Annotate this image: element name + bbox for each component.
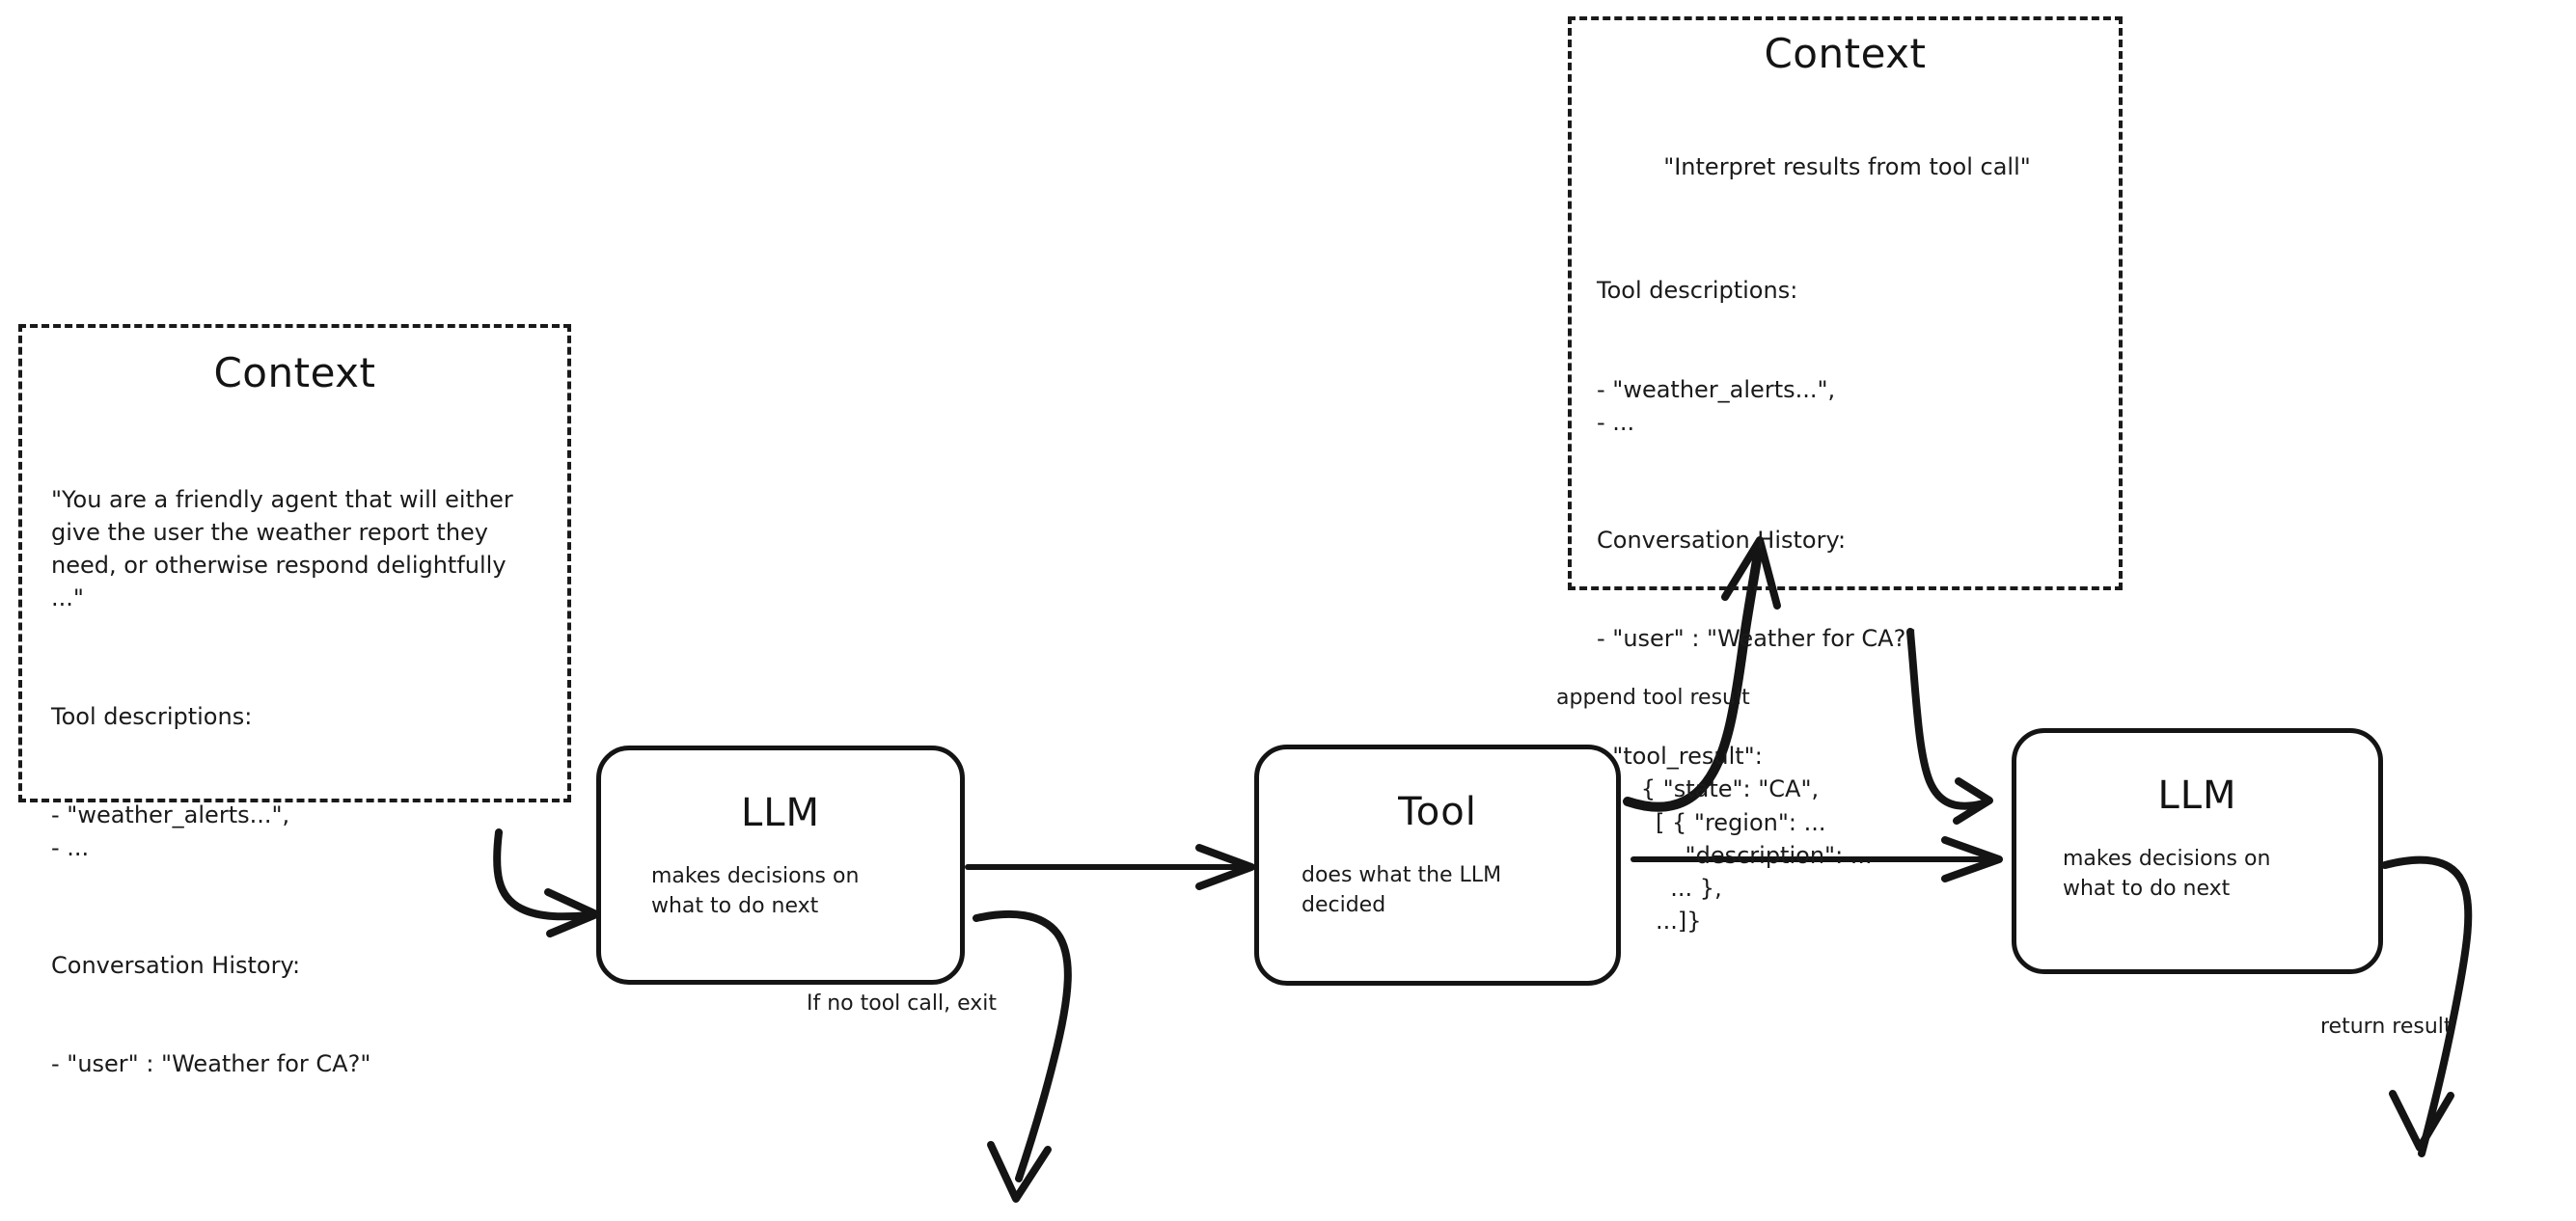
context-right-body: "Interpret results from tool call" Tool … [1597,85,2097,1003]
arrow-llm1-exit [973,909,1072,1203]
context-left-conversation-items: - "user" : "Weather for CA?" [51,1050,371,1078]
node-tool-subtitle: does what the LLM decided [1302,863,1502,917]
node-llm-first[interactable]: LLM makes decisions on what to do next [596,746,965,985]
node-tool[interactable]: Tool does what the LLM decided [1254,745,1621,986]
node-tool-title: Tool [1398,790,1477,834]
node-llm-second-title: LLM [2157,773,2237,818]
context-left-title: Context [213,349,376,396]
edge-label-return-result: return result [2320,1015,2453,1039]
context-left-conversation-header: Conversation History: [51,952,301,980]
edge-label-if-no-tool-call-exit: If no tool call, exit [807,991,997,1016]
node-llm-second[interactable]: LLM makes decisions on what to do next [2012,728,2383,974]
context-right-title: Context [1764,30,1927,77]
node-llm-first-subtitle: makes decisions on what to do next [651,864,860,918]
context-right-conversation-tool-result: - "tool_result": { "state": "CA", [ { "r… [1597,743,1873,935]
context-right-tool-descriptions-items: - "weather_alerts...", - ... [1597,375,1836,436]
context-right-conversation-user: - "user" : "Weather for CA?" [1597,625,1917,653]
node-llm-first-title: LLM [740,791,821,835]
context-left-body: "You are a friendly agent that will eith… [51,418,542,1147]
arrow-llm1-to-tool [965,844,1255,890]
context-box-after-tool: Context "Interpret results from tool cal… [1568,16,2123,935]
node-llm-second-subtitle: makes decisions on what to do next [2063,847,2271,901]
context-right-system-prompt: "Interpret results from tool call" [1663,153,2031,181]
context-right-tool-descriptions-header: Tool descriptions: [1597,277,1798,305]
context-left-system-prompt: "You are a friendly agent that will eith… [51,486,521,612]
context-box-initial: Context "You are a friendly agent that w… [18,324,571,1077]
edge-label-append-tool-result: append tool result [1556,686,1750,710]
arrow-llm2-return-result [2381,855,2473,1157]
context-left-tool-descriptions-items: - "weather_alerts...", - ... [51,800,290,861]
context-right-conversation-header: Conversation History: [1597,526,1847,554]
context-left-tool-descriptions-header: Tool descriptions: [51,702,253,730]
